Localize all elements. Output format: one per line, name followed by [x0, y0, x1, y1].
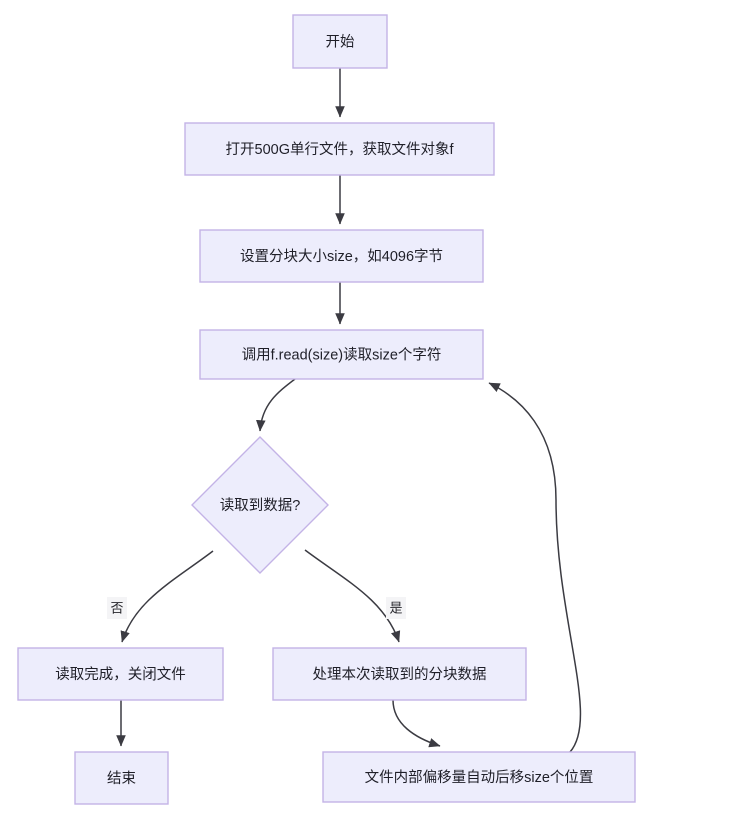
node-shape-end: [74, 751, 169, 805]
edges-layer: [116, 68, 582, 753]
node-label-read: 调用f.read(size)读取size个字符: [242, 346, 442, 363]
node-label-end: 结束: [107, 770, 136, 787]
edge-process-to-offset: [392, 699, 441, 748]
edge-label-check-to-close: 否: [107, 597, 127, 619]
node-label-setsize: 设置分块大小size，如4096字节: [240, 248, 443, 265]
edge-label-bg: [107, 597, 127, 619]
edge-read-to-check: [256, 378, 296, 432]
node-check[interactable]: 读取到数据?: [191, 436, 329, 574]
edge-labels-layer: 否是: [107, 597, 406, 619]
node-label-process: 处理本次读取到的分块数据: [313, 666, 487, 683]
edge-label-bg: [386, 597, 406, 619]
edge-check-to-process: [304, 549, 401, 643]
node-end[interactable]: 结束: [74, 751, 169, 805]
node-process[interactable]: 处理本次读取到的分块数据: [272, 647, 527, 701]
edge-offset-to-read: [488, 382, 582, 753]
node-start[interactable]: 开始: [292, 14, 388, 69]
node-shape-process: [272, 647, 527, 701]
node-label-open: 打开500G单行文件，获取文件对象f: [226, 141, 455, 158]
node-close[interactable]: 读取完成，关闭文件: [17, 647, 224, 701]
node-label-start: 开始: [326, 33, 355, 50]
node-shape-offset: [322, 751, 636, 803]
node-label-close: 读取完成，关闭文件: [55, 666, 186, 683]
node-read[interactable]: 调用f.read(size)读取size个字符: [199, 329, 484, 380]
node-shape-start: [292, 14, 388, 69]
edge-label-check-to-process: 是: [386, 597, 406, 619]
node-open[interactable]: 打开500G单行文件，获取文件对象f: [184, 122, 495, 176]
node-shape-close: [17, 647, 224, 701]
node-shape-setsize: [199, 229, 484, 283]
node-label-offset: 文件内部偏移量自动后移size个位置: [365, 769, 594, 786]
node-label-check: 读取到数据?: [220, 497, 301, 514]
node-setsize[interactable]: 设置分块大小size，如4096字节: [199, 229, 484, 283]
node-shape-open: [184, 122, 495, 176]
node-shape-read: [199, 329, 484, 380]
edge-check-to-close: [120, 550, 214, 643]
edge-label-text: 是: [389, 600, 402, 615]
node-shape-check: [191, 436, 329, 574]
edge-label-text: 否: [110, 600, 123, 615]
node-offset[interactable]: 文件内部偏移量自动后移size个位置: [322, 751, 636, 803]
